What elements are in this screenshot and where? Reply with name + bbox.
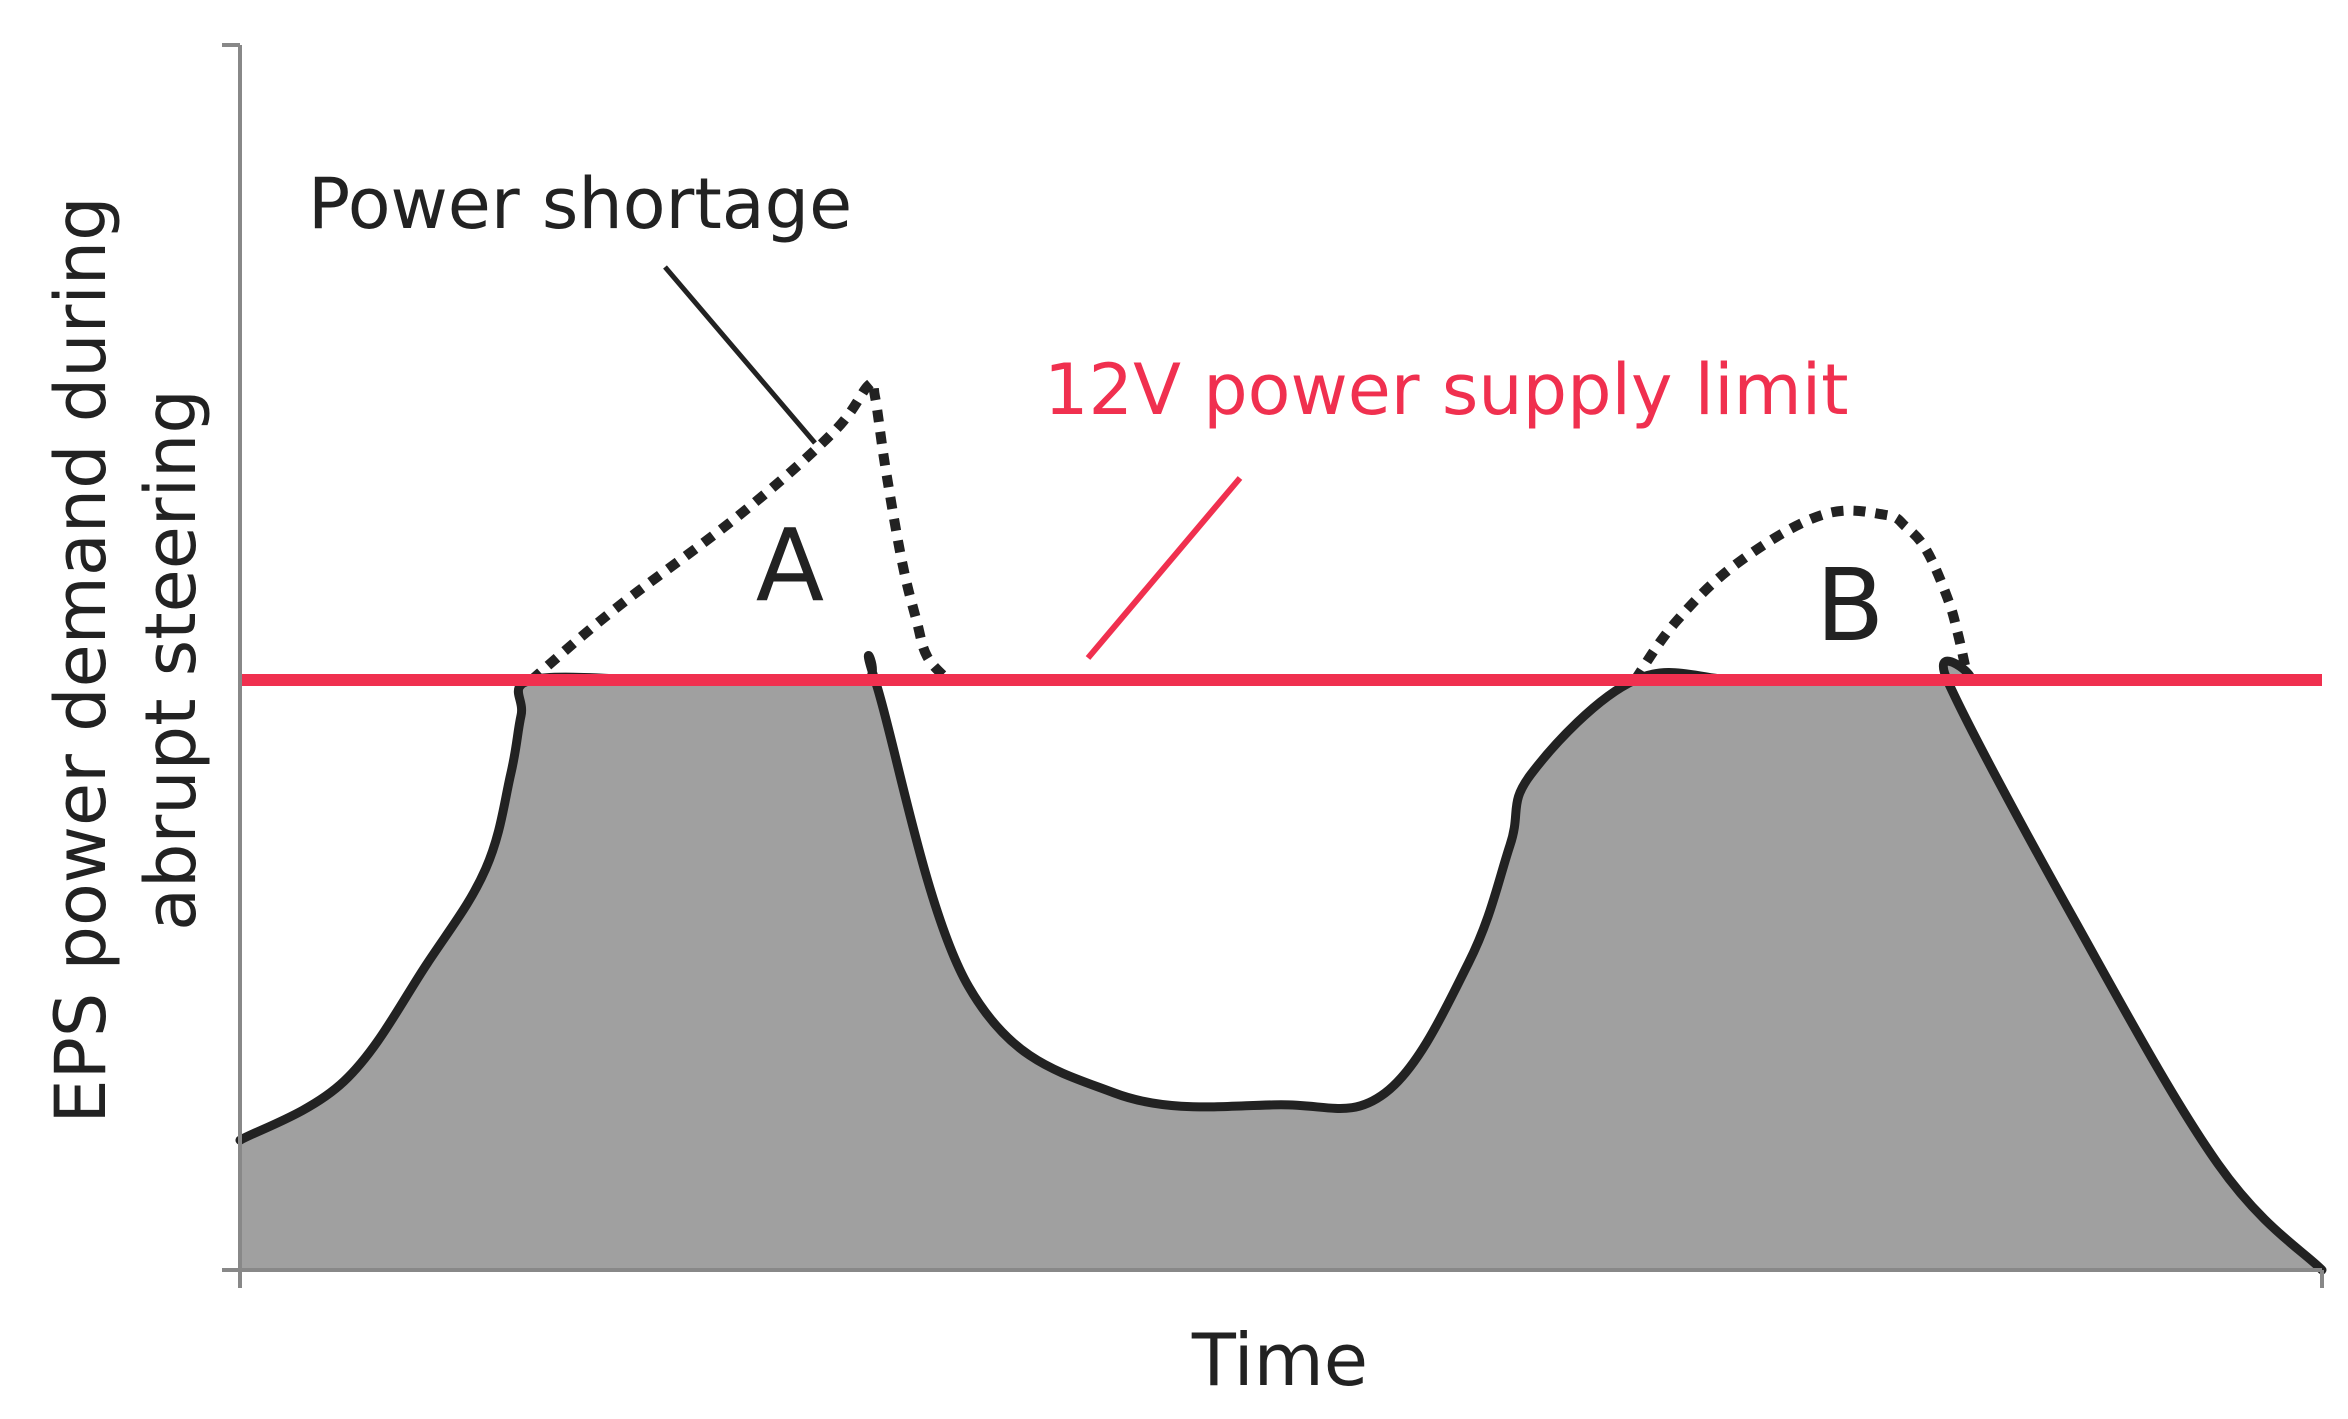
shortage-b-dotted-curve (1630, 505, 1973, 683)
power-demand-area (240, 655, 2322, 1270)
shortage-a-label: A (756, 507, 824, 624)
limit-label: 12V power supply limit (1044, 349, 1849, 431)
power-shortage-label: Power shortage (308, 163, 852, 245)
shortage-a-dotted-curve (528, 377, 952, 684)
power-shortage-pointer (663, 265, 817, 445)
y-axis-label-line2: abrupt steering (130, 389, 212, 931)
y-axis-label-line1: EPS power demand during (40, 196, 122, 1123)
power-demand-curve (235, 650, 2327, 1275)
limit-label-pointer (1085, 476, 1243, 660)
shortage-b-label: B (1816, 547, 1885, 664)
x-axis-label: Time (1191, 1318, 1368, 1402)
